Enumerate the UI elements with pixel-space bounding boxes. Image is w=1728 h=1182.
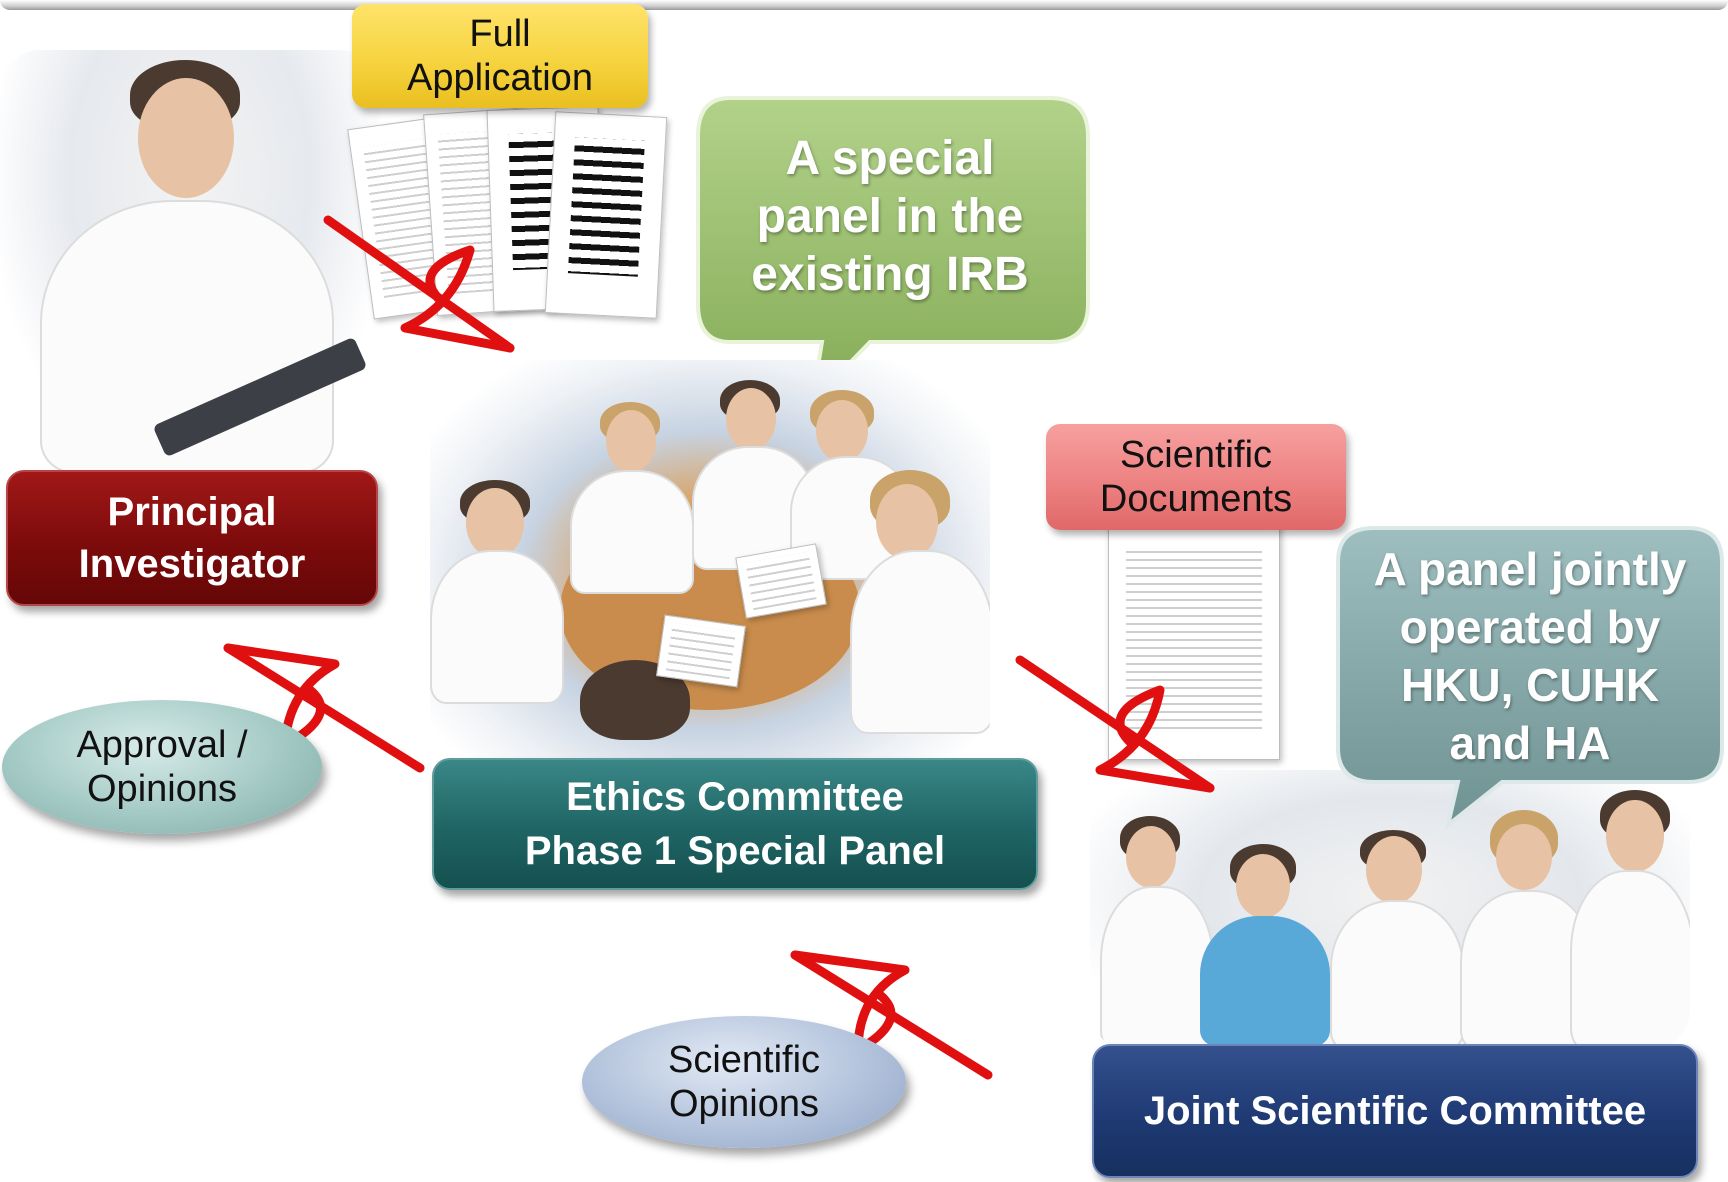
arrow-to-ethics-committee bbox=[323, 215, 515, 353]
joint-scientific-committee-box: Joint Scientific Committee bbox=[1092, 1044, 1698, 1178]
joint-committee-team-photo bbox=[1090, 770, 1690, 1050]
arrow-to-joint-committee bbox=[1015, 655, 1215, 793]
doctor-photo bbox=[0, 50, 380, 470]
ethics-committee-meeting-photo bbox=[430, 360, 990, 760]
scientific-document-paper bbox=[1108, 520, 1280, 760]
top-border-bar bbox=[0, 0, 1728, 10]
approval-opinions-oval: Approval /Opinions bbox=[2, 700, 322, 834]
joint-panel-callout-bubble bbox=[1336, 526, 1724, 830]
joint-panel-callout: A panel jointly operated by HKU, CUHK an… bbox=[1373, 543, 1687, 769]
special-panel-callout: A special panel in the existing IRB bbox=[751, 132, 1029, 301]
doctor-head bbox=[138, 78, 234, 198]
special-panel-callout-bubble bbox=[696, 96, 1090, 409]
